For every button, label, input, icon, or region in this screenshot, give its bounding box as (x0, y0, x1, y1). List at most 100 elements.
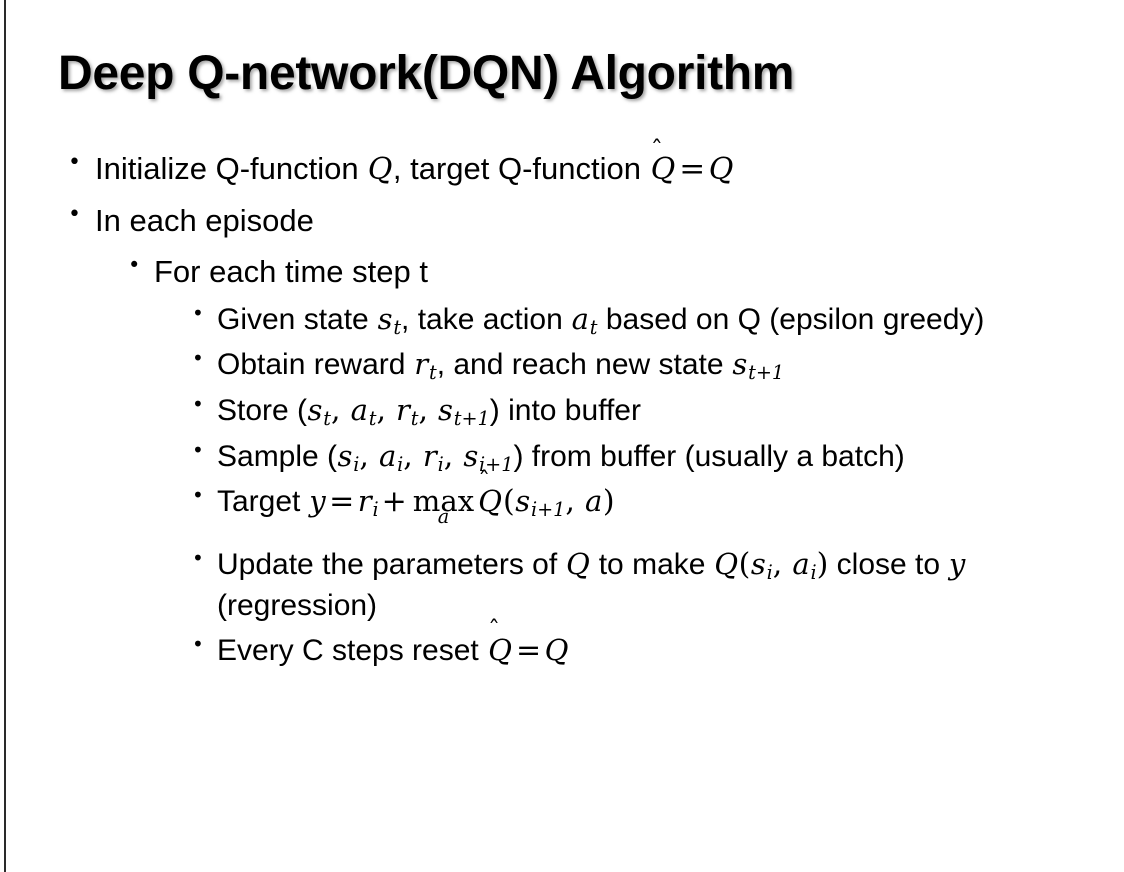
slide-left-border (4, 0, 6, 872)
text-segment: Obtain reward (217, 348, 414, 382)
bullet-dot-icon: • (68, 201, 81, 227)
bullet-dot-icon: • (192, 631, 204, 656)
text-segment: , and reach new state (436, 348, 732, 382)
math-q-hat: ̂Q (477, 482, 503, 521)
bullet-every-c-steps: • Every C steps reset ̂Q=Q (0, 631, 1124, 671)
math-q2: Q (714, 547, 739, 582)
text-segment: Given state (217, 302, 378, 336)
math-a: a (350, 392, 368, 427)
text-segment: Sample ( (217, 439, 338, 473)
math-equals: = (329, 484, 355, 520)
page-title: Deep Q-network(DQN) Algorithm (58, 47, 795, 100)
math-q-base: Q (488, 632, 512, 667)
text-segment: , (418, 392, 438, 428)
bullet-for-each-time-step-text: For each time step t (154, 253, 428, 289)
bullet-given-state-text: Given state st, take action at based on … (217, 300, 984, 341)
bullet-initialize: • Initialize Q-function Q, target Q-func… (0, 148, 1124, 191)
bullet-for-each-time-step: • For each time step t (0, 251, 1124, 293)
math-y: y (948, 547, 966, 582)
bullet-given-state: • Given state st, take action at based o… (0, 300, 1124, 341)
math-q-base: Q (478, 484, 502, 519)
math-q-hat: ̂Q (487, 631, 513, 670)
math-a-subscript: i (810, 561, 817, 585)
text-segment: Update the parameters of (217, 548, 566, 582)
math-r-subscript: i (437, 452, 444, 476)
math-s: s (732, 347, 748, 382)
math-s: s (307, 392, 323, 427)
math-s: s (750, 547, 766, 582)
math-s-subscript: i (353, 452, 360, 476)
bullet-target: • Target y=ri+maxâQ(si+1, a) (0, 482, 1124, 526)
bullet-obtain-reward-text: Obtain reward rt, and reach new state st… (217, 345, 784, 386)
text-segment: , (330, 392, 351, 428)
bullet-dot-icon: • (192, 300, 204, 325)
math-s2-subscript: t+1 (453, 406, 490, 430)
text-segment: Store ( (217, 393, 308, 427)
text-segment: ) (816, 547, 829, 583)
math-q: Q (544, 632, 569, 667)
text-segment: Target (217, 485, 309, 519)
text-segment: ) into buffer (489, 393, 641, 427)
bullet-dot-icon: • (192, 346, 204, 371)
math-s: s (515, 484, 531, 519)
math-a: a (584, 484, 603, 519)
text-segment: based on Q (epsilon greedy) (597, 302, 985, 336)
text-segment: , (359, 438, 379, 474)
bullet-dot-icon: • (128, 252, 141, 277)
math-s: s (337, 438, 353, 473)
math-s: s (377, 301, 393, 336)
text-segment: Initialize Q-function (95, 151, 368, 186)
math-q: Q (566, 547, 590, 582)
math-a: a (571, 301, 589, 336)
math-a-subscript: t (589, 315, 598, 339)
math-q2: Q (708, 152, 734, 187)
bullet-dot-icon: • (192, 391, 204, 416)
math-r: r (357, 484, 372, 519)
math-r: r (414, 347, 429, 382)
text-segment: , (376, 392, 396, 428)
bullet-initialize-text: Initialize Q-function Q, target Q-functi… (95, 148, 734, 191)
math-equals: = (679, 151, 706, 187)
math-s-subscript: i+1 (530, 498, 566, 522)
math-r: r (422, 438, 437, 473)
text-segment: , (772, 547, 792, 583)
math-a: a (792, 547, 810, 582)
math-max-label: max (412, 484, 475, 519)
text-segment: (regression) (217, 588, 378, 622)
math-s2: s (438, 392, 453, 427)
bullet-sample-text: Sample (si, ai, ri, si+1) from buffer (u… (217, 437, 905, 478)
slide-body: • Initialize Q-function Q, target Q-func… (0, 148, 1124, 676)
bullet-dot-icon: • (192, 437, 204, 462)
math-r-subscript: i (372, 498, 379, 522)
math-s-subscript: t (323, 406, 331, 430)
math-q-hat: ̂Q (650, 150, 677, 191)
text-segment: ( (503, 484, 515, 520)
math-plus: + (381, 484, 407, 520)
text-segment: ) from buffer (usually a batch) (513, 439, 905, 473)
bullet-update-parameters-text: Update the parameters of Q to make Q(si,… (217, 545, 1124, 626)
bullet-store-text: Store (st, at, rt, st+1) into buffer (217, 391, 641, 432)
math-s-subscript: t (393, 315, 402, 339)
math-y: y (309, 484, 326, 519)
bullet-update-parameters: • Update the parameters of Q to make Q(s… (0, 545, 1124, 626)
bullet-obtain-reward: • Obtain reward rt, and reach new state … (0, 345, 1124, 386)
math-a-subscript: i (397, 452, 404, 476)
bullet-in-each-episode-text: In each episode (95, 202, 314, 238)
math-equals: = (515, 632, 542, 668)
text-segment: to make (590, 548, 714, 582)
bullet-in-each-episode: • In each episode (0, 200, 1124, 242)
text-segment: ) (602, 484, 615, 520)
text-segment: , (443, 438, 463, 474)
text-segment: , target Q-function (392, 151, 650, 186)
math-s-subscript: t+1 (748, 361, 785, 385)
bullet-every-c-steps-text: Every C steps reset ̂Q=Q (217, 631, 569, 671)
math-q: Q (367, 152, 393, 187)
math-max-limit: a (437, 504, 450, 528)
text-segment: Every C steps reset (217, 633, 488, 667)
math-r: r (396, 392, 410, 427)
math-a: a (379, 438, 397, 473)
math-r-subscript: t (410, 406, 419, 430)
math-s2: s (463, 438, 479, 473)
